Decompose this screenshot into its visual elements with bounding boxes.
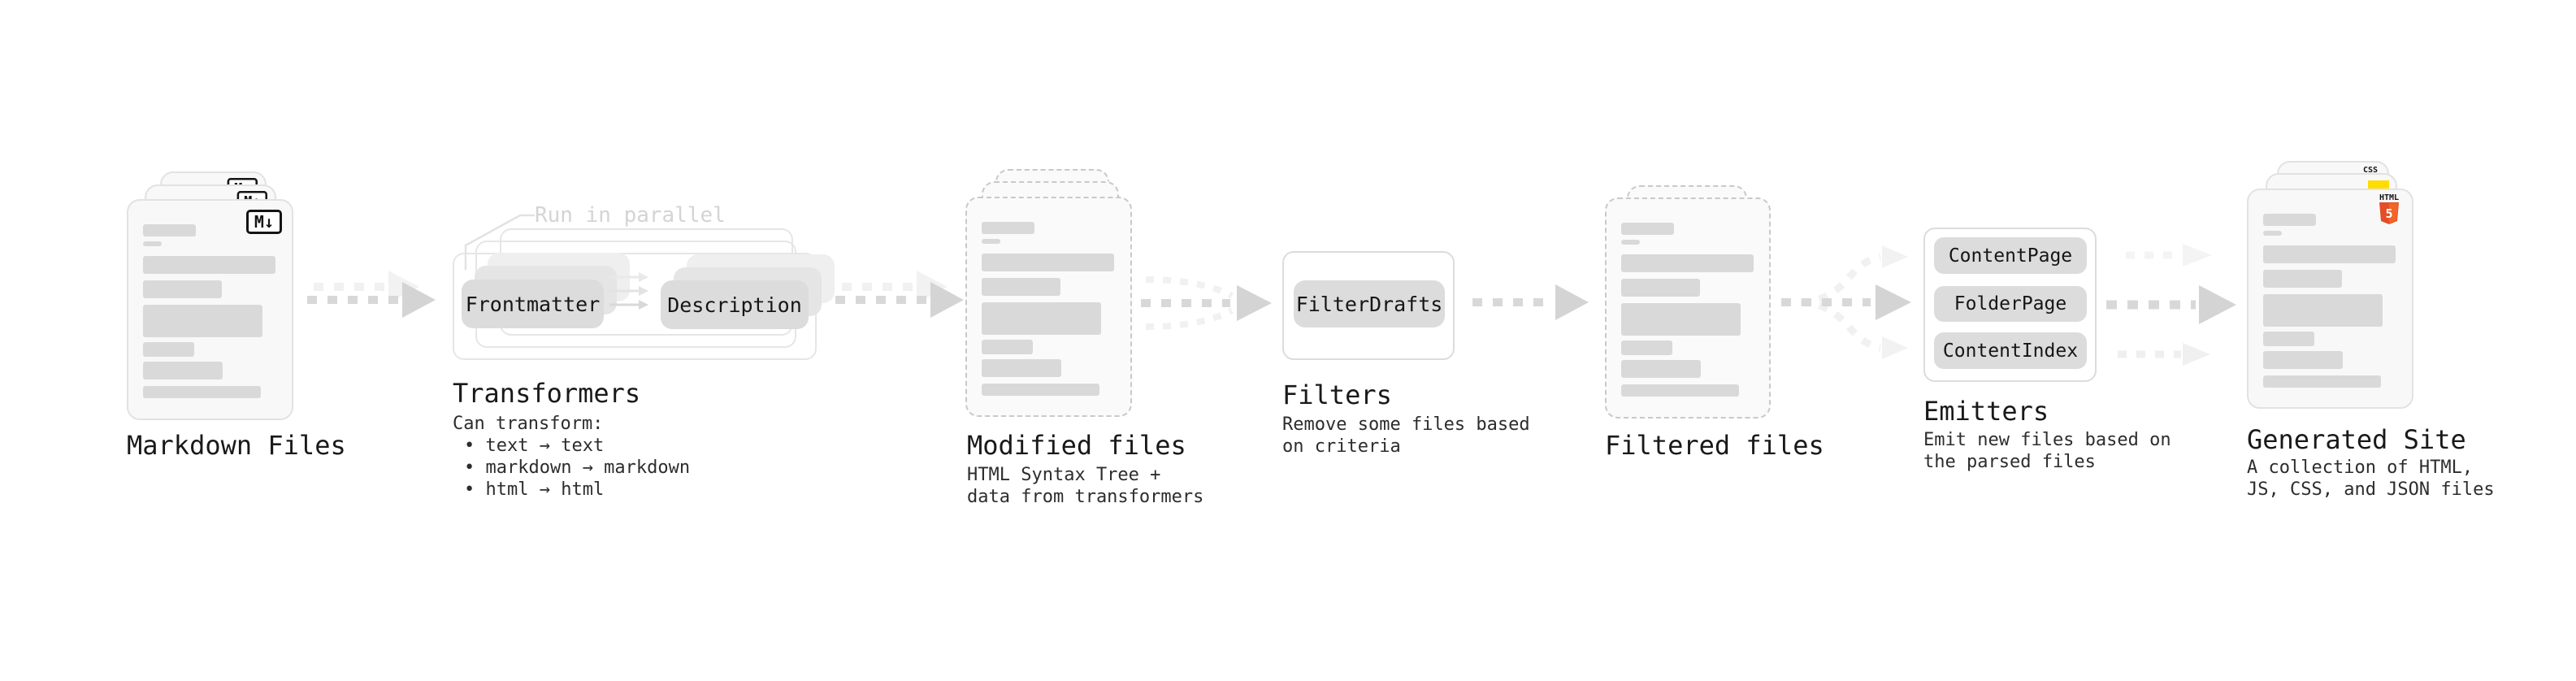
stage-title-filters: Filters xyxy=(1282,380,1392,410)
desc-bullet: • markdown → markdown xyxy=(464,458,691,478)
html5-icon-label: HTML xyxy=(2379,193,2400,202)
transformers-description: Can transform: • text → text • markdown … xyxy=(453,413,690,501)
filters-description: Remove some files based on criteria xyxy=(1282,414,1530,458)
stage-title-modified-files: Modified files xyxy=(967,430,1186,461)
document-placeholder-lines xyxy=(2249,190,2412,388)
stage-title-emitters: Emitters xyxy=(1923,396,2049,427)
document-placeholder-lines xyxy=(967,198,1130,396)
stage-title-filtered-files: Filtered files xyxy=(1605,430,1824,461)
contentpage-pill: ContentPage xyxy=(1934,237,2087,274)
desc-line: JS, CSS, and JSON files xyxy=(2247,479,2495,500)
pill-to-pill-arrows xyxy=(609,272,648,310)
frontmatter-pill: Frontmatter xyxy=(462,280,604,328)
markdown-icon: M↓ xyxy=(245,210,282,234)
desc-line: Remove some files based xyxy=(1282,414,1530,435)
markdown-icon-label: M↓ xyxy=(254,212,274,232)
document-placeholder-lines xyxy=(1607,199,1769,397)
desc-line: A collection of HTML, xyxy=(2247,458,2474,478)
arrow-markdown-to-transformers xyxy=(307,271,436,318)
desc-line: Can transform: xyxy=(453,414,604,434)
desc-bullet: • html → html xyxy=(464,479,605,500)
document-placeholder-lines xyxy=(128,201,292,398)
arrow-emitters-to-generated xyxy=(2106,244,2236,366)
folderpage-pill: FolderPage xyxy=(1934,286,2087,322)
run-in-parallel-note: Run in parallel xyxy=(535,203,726,228)
filtered-file-card-front xyxy=(1605,197,1771,419)
contentpage-pill-label: ContentPage xyxy=(1948,245,2073,267)
stage-title-transformers: Transformers xyxy=(453,378,641,409)
annotation-connector-line xyxy=(464,214,535,270)
js-icon xyxy=(2368,180,2389,189)
arrow-filters-to-filtered xyxy=(1472,284,1589,320)
html5-icon: HTML 5 xyxy=(2377,193,2401,228)
filterdrafts-pill: FilterDrafts xyxy=(1294,280,1445,327)
arrow-transformers-to-modified xyxy=(835,271,964,318)
desc-line: on criteria xyxy=(1282,436,1401,457)
filterdrafts-pill-label: FilterDrafts xyxy=(1295,292,1443,316)
generated-site-description: A collection of HTML, JS, CSS, and JSON … xyxy=(2247,457,2495,501)
emitters-description: Emit new files based on the parsed files xyxy=(1923,429,2171,473)
desc-line: the parsed files xyxy=(1923,452,2096,472)
desc-line: Emit new files based on xyxy=(1923,430,2171,450)
stage-title-markdown-files: Markdown Files xyxy=(127,430,346,461)
generated-file-card-html: HTML 5 xyxy=(2247,189,2413,409)
css-icon-label: CSS xyxy=(2362,166,2379,175)
description-pill-label: Description xyxy=(667,293,802,317)
contentindex-pill-label: ContentIndex xyxy=(1942,340,2079,362)
desc-bullet: • text → text xyxy=(464,436,605,456)
stage-title-generated-site: Generated Site xyxy=(2247,424,2466,455)
desc-line: HTML Syntax Tree + xyxy=(967,465,1161,485)
frontmatter-pill-label: Frontmatter xyxy=(465,292,601,316)
modified-file-card-front xyxy=(965,197,1132,417)
arrow-modified-to-filters xyxy=(1141,276,1272,330)
contentindex-pill: ContentIndex xyxy=(1934,332,2087,369)
modified-files-description: HTML Syntax Tree + data from transformer… xyxy=(967,464,1203,508)
markdown-file-card-front: M↓ xyxy=(127,199,293,420)
folderpage-pill-label: FolderPage xyxy=(1954,293,2067,314)
html5-icon-number: 5 xyxy=(2385,206,2392,221)
description-pill: Description xyxy=(661,280,809,329)
arrow-filtered-to-emitters xyxy=(1781,245,1911,359)
desc-line: data from transformers xyxy=(967,487,1204,507)
